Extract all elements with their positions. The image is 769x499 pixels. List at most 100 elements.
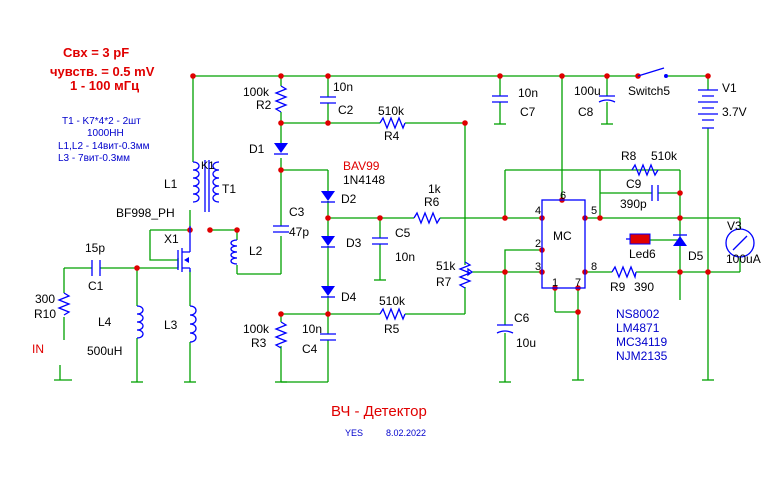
mc-pin-7: 7 (575, 277, 581, 289)
r2-ref: R2 (256, 98, 272, 112)
component-labels: 100k R2 10n C2 510k R4 D1 BAV99 1N4148 D… (32, 80, 761, 358)
d2-model2: 1N4148 (343, 173, 385, 187)
r3-ref: R3 (251, 336, 267, 350)
l4-ref: L4 (98, 315, 112, 329)
r2-value: 100k (243, 85, 270, 99)
c8-ref: C8 (578, 105, 594, 119)
led6 (626, 233, 651, 245)
d5-ref: D5 (688, 249, 704, 263)
r7-ref: R7 (436, 275, 452, 289)
t1-tag: K1 (201, 160, 214, 172)
c8-capacitor (598, 95, 616, 103)
l1-ref: L1 (164, 177, 178, 191)
d1-ref: D1 (249, 142, 265, 156)
d4-diode (321, 286, 335, 298)
mc-label: MC (553, 229, 572, 243)
r10-resistor (57, 292, 71, 316)
switch5-ref: Switch5 (628, 84, 670, 98)
mc-pin-1: 1 (552, 277, 558, 289)
r9-ref: R9 (610, 280, 626, 294)
r7-potentiometer (458, 261, 474, 289)
r4-resistor (379, 116, 406, 130)
ic-alt-3: MC34119 (616, 335, 667, 349)
c3-ref: C3 (289, 205, 305, 219)
r3-value: 100k (243, 322, 270, 336)
r8-ref: R8 (621, 149, 637, 163)
r6-ref: R6 (424, 195, 440, 209)
ground-symbols (54, 123, 714, 383)
l2-inductor (230, 239, 238, 265)
l3-ref: L3 (164, 318, 178, 332)
c1-ref: C1 (88, 279, 104, 293)
ic-alt-4: NJM2135 (616, 349, 668, 363)
r10-ref: R10 (34, 307, 56, 321)
r5-value: 510k (379, 294, 406, 308)
r4-ref: R4 (384, 129, 400, 143)
r8-resistor (631, 163, 659, 177)
d2-diode (321, 191, 335, 203)
v3-value: 100uA (726, 252, 761, 266)
d4-ref: D4 (341, 290, 357, 304)
c9-ref: C9 (626, 177, 642, 191)
mc-pin-3: 3 (535, 261, 541, 273)
ic-alternatives: NS8002 LM4871 MC34119 NJM2135 (616, 307, 668, 363)
r6-value: 1k (428, 182, 442, 196)
d5-diode (673, 234, 687, 246)
t1-transformer (192, 160, 220, 212)
c5-value: 10n (395, 250, 415, 264)
c1-capacitor (91, 260, 101, 276)
c4-ref: C4 (302, 342, 318, 356)
d3-ref: D3 (346, 236, 362, 250)
c9-capacitor (651, 185, 659, 201)
c1-value: 15p (85, 241, 105, 255)
v1-ref: V1 (722, 81, 737, 95)
mc-pin-2: 2 (535, 238, 541, 250)
x1-transistor (177, 226, 191, 272)
c4-capacitor (320, 333, 336, 341)
c7-value: 10n (518, 86, 538, 100)
r5-resistor (379, 307, 406, 321)
c6-capacitor (496, 324, 514, 334)
v1-battery (698, 89, 718, 129)
d3-diode (321, 236, 335, 248)
led6-ref: Led6 (629, 247, 656, 261)
c4-value: 10n (302, 322, 322, 336)
c5-ref: C5 (395, 226, 411, 240)
ic-alt-2: LM4871 (616, 321, 660, 335)
r4-value: 510k (378, 104, 405, 118)
coil-note-3: L1,L2 - 14вит-0.3мм (58, 141, 150, 152)
r10-value: 300 (35, 292, 55, 306)
c2-capacitor (320, 96, 336, 104)
schematic-title: ВЧ - Детектор (331, 403, 427, 420)
note-cin: Свх = 3 pF (63, 45, 129, 60)
c2-ref: C2 (338, 103, 354, 117)
note-sens: чувств. = 0.5 mV (50, 64, 155, 79)
mc-pin-4: 4 (535, 205, 541, 217)
in-label: IN (32, 342, 44, 356)
x1-model: BF998_PH (116, 206, 175, 220)
note-range: 1 - 100 мГц (70, 78, 139, 93)
d1-diode (274, 143, 288, 155)
c3-capacitor (273, 225, 289, 233)
x1-ref: X1 (164, 232, 179, 246)
mc-pin-6: 6 (560, 190, 566, 202)
coil-note-4: L3 - 7вит-0.3мм (58, 153, 130, 164)
r8-value: 510k (651, 149, 678, 163)
ic-alt-1: NS8002 (616, 307, 660, 321)
c5-capacitor (372, 237, 388, 245)
d2-model: BAV99 (343, 159, 380, 173)
coil-note-1: T1 - K7*4*2 - 2шт (62, 116, 141, 127)
r7-value: 51k (436, 259, 456, 273)
coil-note-2: 1000НН (87, 128, 124, 139)
c8-value: 100u (574, 84, 601, 98)
c6-ref: C6 (514, 311, 530, 325)
notes: Свх = 3 pF чувств. = 0.5 mV 1 - 100 мГц … (50, 45, 155, 164)
c7-ref: C7 (520, 105, 536, 119)
c9-value: 390p (620, 197, 647, 211)
r9-resistor (611, 265, 637, 280)
v1-value: 3.7V (722, 105, 747, 119)
l4-inductor (136, 305, 144, 339)
r2-resistor (274, 85, 288, 113)
r9-value: 390 (634, 280, 654, 294)
